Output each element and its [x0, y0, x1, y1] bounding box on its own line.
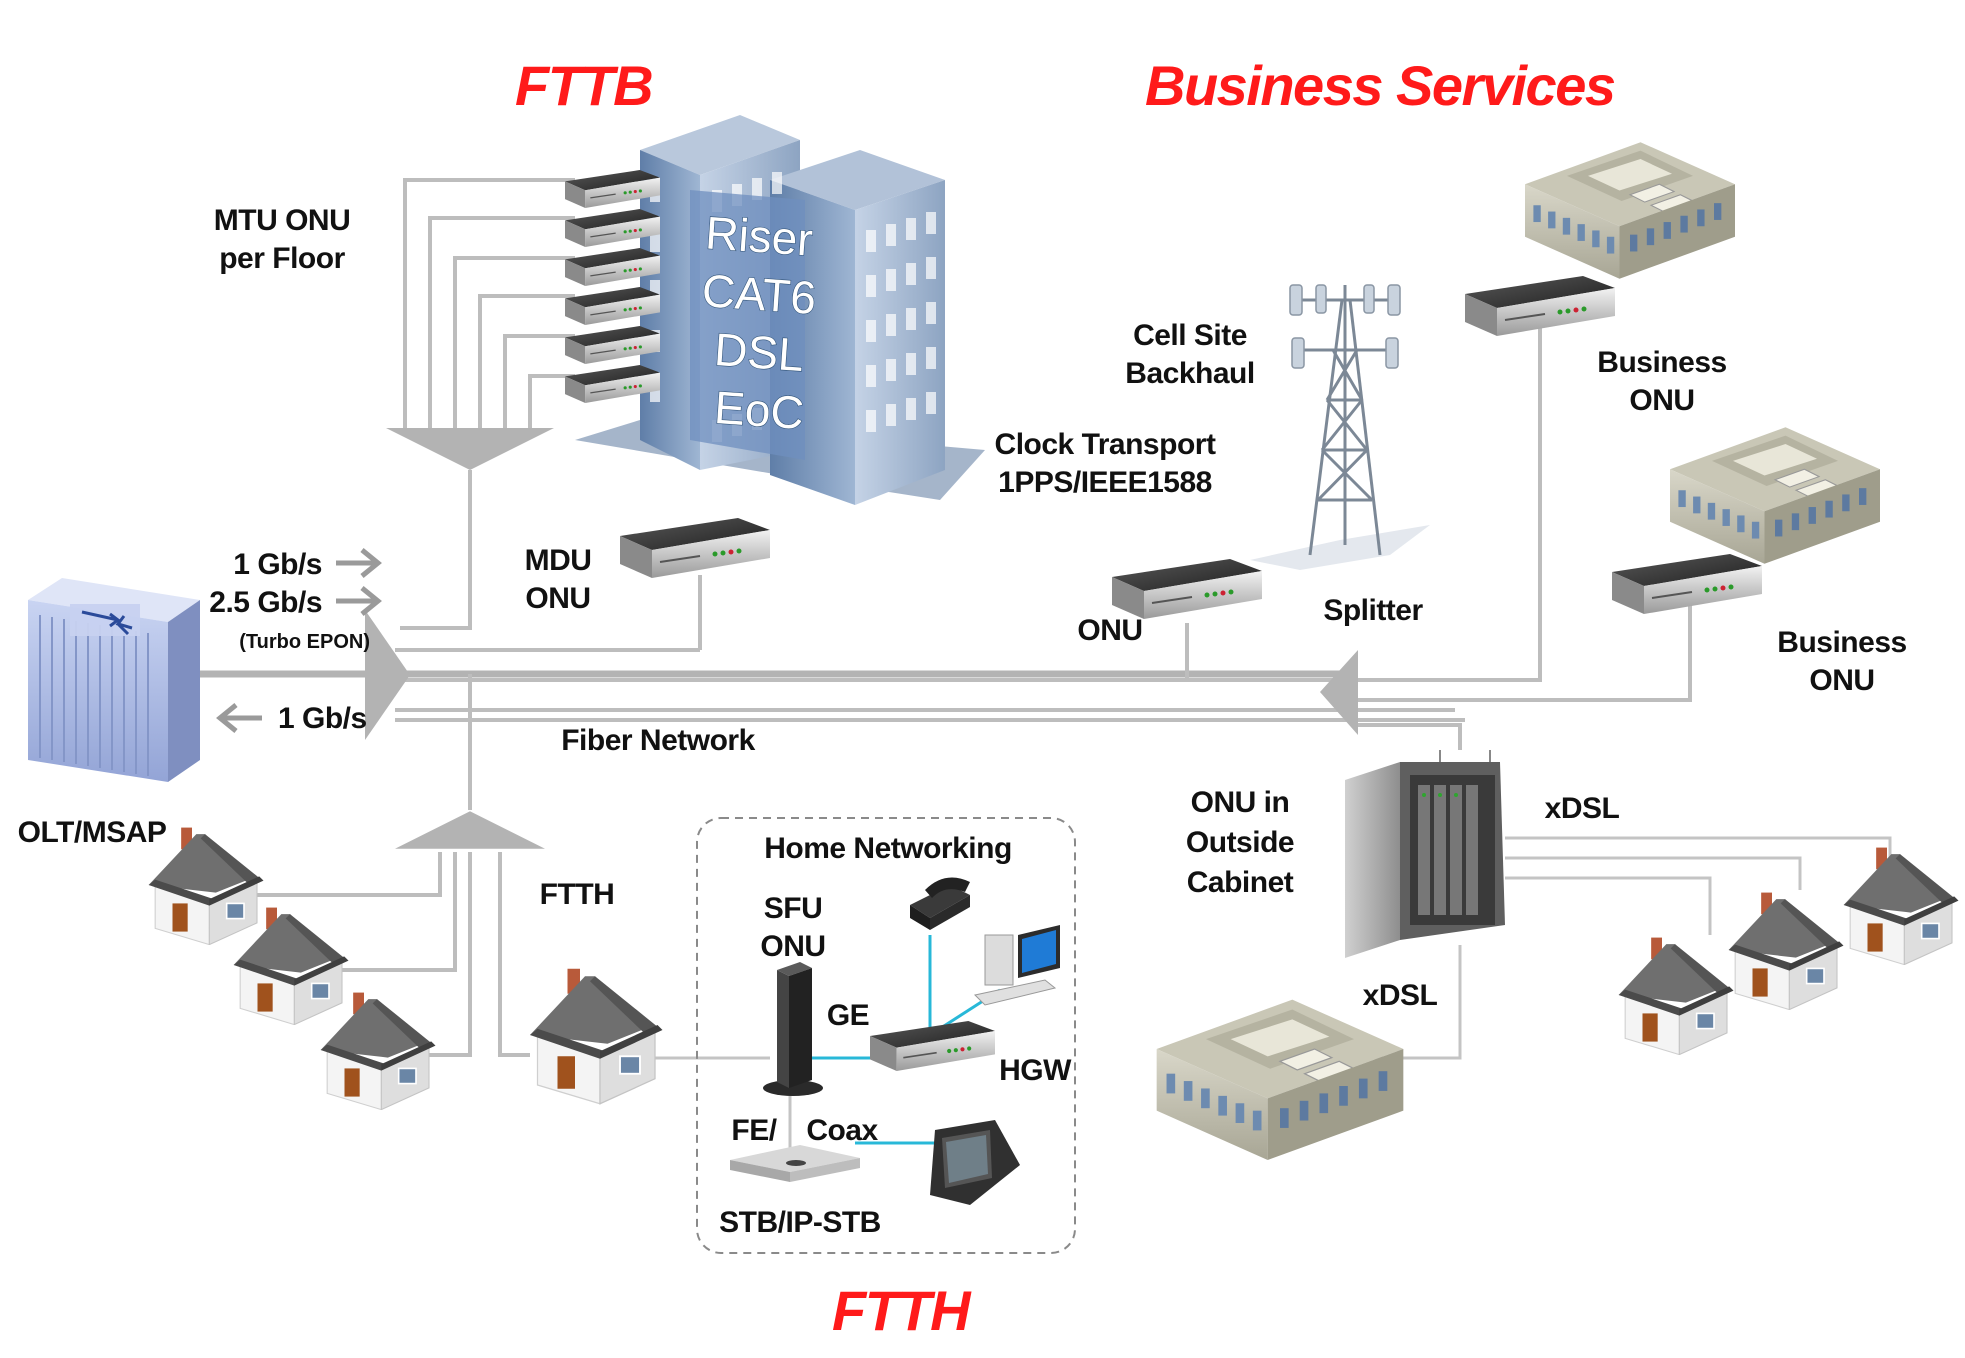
sfu-onu-label-2: ONU	[760, 930, 825, 963]
business-onu-1-label-2: ONU	[1629, 384, 1694, 417]
house-icon	[1617, 936, 1735, 1055]
house-icon	[1842, 846, 1960, 965]
xdsl-bottom-label: xDSL	[1363, 979, 1438, 1012]
ge-label: GE	[827, 999, 869, 1032]
business-building-icon	[1670, 426, 1880, 565]
fe-label: FE/	[731, 1114, 777, 1147]
speed-up-label: 1 Gb/s	[278, 702, 367, 735]
xdsl-top-label: xDSL	[1545, 792, 1620, 825]
onu-box-icon	[1612, 553, 1762, 615]
outdoor-cabinet-icon	[1345, 750, 1505, 958]
riser-label-1: Riser	[704, 206, 815, 265]
onu-cabinet-label-3: Cabinet	[1187, 866, 1294, 899]
splitter-icon	[365, 610, 410, 740]
cell-site-label-2: Backhaul	[1125, 357, 1254, 390]
ftth-title: FTTH	[832, 1279, 972, 1342]
clock-transport-label-2: 1PPS/IEEE1588	[998, 466, 1212, 499]
business-building-icon	[1156, 999, 1404, 1160]
onu-box-icon	[620, 518, 770, 578]
ftth-label: FTTH	[540, 878, 615, 911]
house-icon	[529, 967, 664, 1105]
business-onu-1-label-1: Business	[1597, 346, 1726, 379]
business-onu-2-label-1: Business	[1777, 626, 1906, 659]
set-top-box-icon	[730, 1145, 860, 1182]
fiber-network-label: Fiber Network	[561, 724, 755, 757]
onu-box-icon	[763, 962, 823, 1096]
home-networking-label: Home Networking	[764, 832, 1012, 865]
onu-cabinet-label-1: ONU in	[1191, 786, 1290, 819]
tv-icon	[930, 1120, 1020, 1205]
clock-transport-label-1: Clock Transport	[995, 428, 1216, 461]
fiber-lines	[200, 178, 1892, 1060]
sfu-onu-label-1: SFU	[764, 892, 823, 925]
onu-box-icon	[1112, 558, 1262, 620]
riser-label-3: DSL	[713, 323, 806, 381]
business-building-icon	[1525, 141, 1735, 280]
cell-tower-icon	[1250, 284, 1430, 570]
business-onu-2-label-2: ONU	[1809, 664, 1874, 697]
fttb-title: FTTB	[515, 54, 652, 117]
onu-box-icon	[1465, 275, 1615, 337]
coax-label: Coax	[806, 1114, 878, 1147]
business-services-title: Business Services	[1145, 54, 1615, 117]
arrow-right-icon	[336, 586, 382, 616]
desktop-computer-icon	[973, 925, 1060, 1006]
house-icon	[1727, 891, 1845, 1010]
onu-label: ONU	[1077, 614, 1142, 647]
mtu-onu-label-2: per Floor	[219, 242, 345, 275]
mdu-onu-label-1: MDU	[525, 544, 592, 577]
riser-label-2: CAT6	[700, 264, 818, 324]
mdu-onu-label-2: ONU	[525, 582, 590, 615]
turbo-epon-label: (Turbo EPON)	[239, 631, 370, 653]
speed-down-2-label: 2.5 Gb/s	[209, 586, 322, 619]
olt-chassis-icon	[28, 578, 200, 782]
mtu-onu-label-1: MTU ONU	[214, 204, 350, 237]
cell-site-label-1: Cell Site	[1133, 319, 1247, 352]
onu-box-icon	[870, 1020, 995, 1072]
splitter-label: Splitter	[1323, 594, 1423, 627]
riser-label-4: EoC	[713, 381, 806, 439]
speed-down-1-label: 1 Gb/s	[233, 548, 322, 581]
arrow-left-icon	[216, 703, 262, 733]
stb-label: STB/IP-STB	[719, 1206, 881, 1239]
hgw-label: HGW	[999, 1054, 1072, 1087]
telephone-icon	[910, 877, 970, 930]
house-icon	[319, 991, 437, 1110]
splitter-icon	[395, 811, 545, 849]
splitter-icon	[1320, 650, 1358, 735]
splitter-icon	[386, 428, 554, 470]
onu-cabinet-label-2: Outside	[1186, 826, 1294, 859]
arrow-right-icon	[336, 548, 382, 578]
home-networking-box	[696, 817, 1076, 1254]
olt-msap-label: OLT/MSAP	[18, 816, 167, 849]
